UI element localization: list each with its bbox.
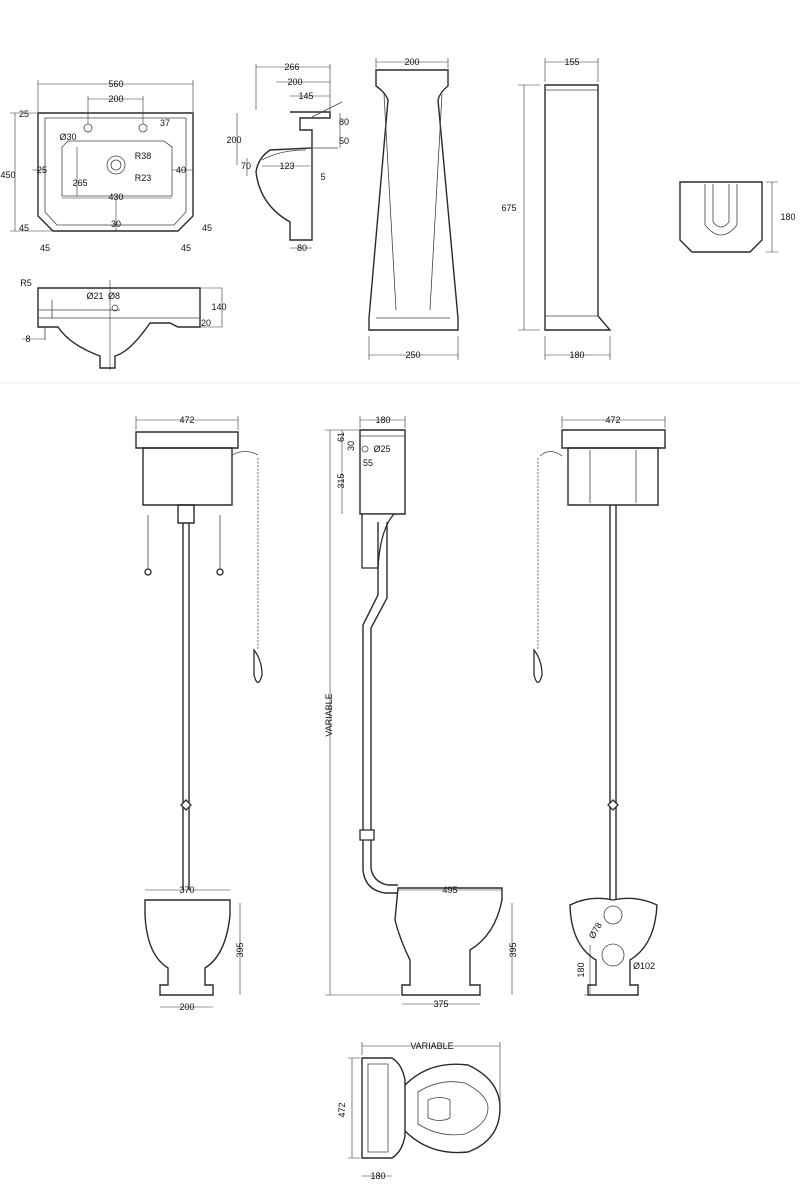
dim-front-base-width: 200 [179, 1002, 194, 1012]
dim-waste-outer: R38 [135, 151, 152, 161]
basin-top-view [10, 80, 194, 232]
dim-side-cistern-depth: 180 [375, 415, 390, 425]
dim-foot-height: 20 [201, 318, 211, 328]
dim-front-rim: 30 [111, 219, 121, 229]
dim-tap-spacing: 200 [108, 94, 123, 104]
dim-plan-width: 472 [337, 1102, 347, 1117]
dim-side-overall-height: VARIABLE [324, 693, 334, 736]
dim-ped-side-base: 180 [569, 350, 584, 360]
dim-corner-right-h: 45 [181, 243, 191, 253]
dim-side-inlet-offset: 55 [363, 458, 373, 468]
dim-waste-inner: R23 [135, 173, 152, 183]
dim-plan-length: VARIABLE [410, 1041, 453, 1051]
dim-side-inlet: Ø25 [373, 444, 390, 454]
toilet-side-view [325, 416, 513, 1005]
dim-corner-left-v: 45 [19, 223, 29, 233]
dim-front-pan-height: 395 [235, 942, 245, 957]
dim-side-pan-length: 495 [442, 885, 457, 895]
dim-wall: 5 [320, 172, 325, 182]
dim-side-height: 200 [226, 135, 241, 145]
dim-side-top: 145 [298, 91, 313, 101]
toilet-plan-view [348, 1042, 501, 1177]
dim-corner-left-h: 45 [40, 243, 50, 253]
basin-section-view [22, 280, 223, 370]
basin-side-view [236, 64, 343, 249]
dim-section-height: 140 [211, 302, 226, 312]
dim-waste-offset: 123 [279, 161, 294, 171]
dim-ped-height: 675 [501, 203, 516, 213]
dim-rim-height-2: 50 [339, 136, 349, 146]
dim-side-lid: 61 [336, 432, 346, 442]
dim-basin-depth: 450 [0, 170, 15, 180]
dim-side-overall: 266 [284, 62, 299, 72]
dim-bowl-width: 430 [108, 192, 123, 202]
dim-ped-front-base: 250 [405, 350, 420, 360]
dim-side-pan-height: 395 [508, 942, 518, 957]
dim-bowl-depth: 265 [72, 178, 87, 188]
dim-side-inlet-height: 30 [346, 441, 356, 451]
dim-tap-hole: Ø30 [59, 132, 76, 142]
dim-back-outlet-upper: Ø78 [587, 921, 604, 941]
dim-hole: Ø8 [108, 291, 120, 301]
dim-corner-right-v: 45 [202, 223, 212, 233]
pedestal-front-view [368, 58, 459, 360]
dim-basin-width: 560 [108, 79, 123, 89]
dim-back-outlet-height: 180 [576, 962, 586, 977]
dim-lip: 8 [25, 334, 30, 344]
dim-ped-front-top: 200 [404, 57, 419, 67]
dim-back-cistern-width: 472 [605, 415, 620, 425]
dim-side-right: 40 [176, 165, 186, 175]
dim-rim-top: 25 [19, 109, 29, 119]
dim-side-base-length: 375 [433, 999, 448, 1009]
pedestal-side-view [518, 58, 612, 360]
dim-ped-side-top: 155 [564, 57, 579, 67]
dim-tap-offset: 37 [160, 118, 170, 128]
dim-waste-height: 70 [241, 161, 251, 171]
dim-plan-cistern-depth: 180 [370, 1171, 385, 1181]
toilet-front-view [135, 416, 263, 1008]
dim-overflow: Ø21 [86, 291, 103, 301]
dim-side-left: 25 [37, 165, 47, 175]
toilet-back-view [533, 416, 666, 996]
dim-radius: R5 [20, 278, 32, 288]
dim-side-mid: 200 [287, 77, 302, 87]
dim-front-cistern-width: 472 [179, 415, 194, 425]
dim-front-pan-width: 370 [179, 885, 194, 895]
dim-foot: 80 [297, 243, 307, 253]
pedestal-back-view [679, 181, 778, 253]
dim-ped-back-height: 180 [780, 212, 795, 222]
dim-side-cistern-height: 315 [336, 473, 346, 488]
dim-rim-height: 80 [339, 117, 349, 127]
dim-back-outlet-lower: Ø102 [633, 961, 655, 971]
dimension-labels: 560 200 25 37 Ø30 R38 R23 25 40 265 430 … [0, 57, 795, 1181]
